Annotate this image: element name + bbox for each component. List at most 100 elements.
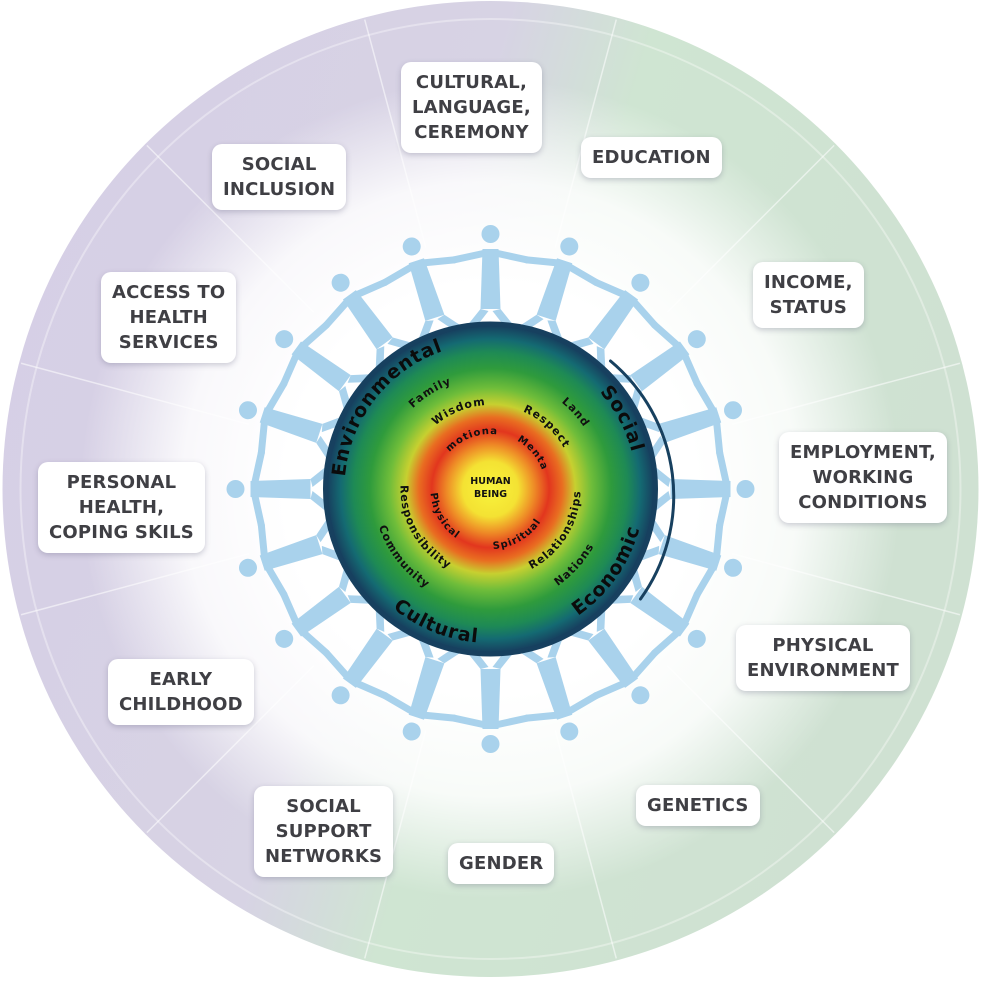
figure-arm <box>564 692 600 716</box>
determinant-income-status: INCOME, STATUS <box>753 262 864 328</box>
figure-head <box>560 237 579 256</box>
figure-body <box>291 341 351 392</box>
figure-arm <box>651 321 682 350</box>
determinant-label-line: PERSONAL <box>66 472 177 493</box>
figure-body <box>408 258 445 321</box>
figure-arm <box>322 297 352 329</box>
figure-arm <box>716 449 730 488</box>
determinant-label-line: EDUCATION <box>592 147 711 168</box>
figure-arm <box>381 262 417 286</box>
figure-head <box>402 237 421 256</box>
figure-arm <box>680 350 701 388</box>
figure-head <box>331 273 350 292</box>
figure-arm <box>264 380 288 415</box>
figure-head <box>275 330 294 349</box>
determinant-label-line: EMPLOYMENT, <box>790 442 936 463</box>
figure-head <box>724 558 743 577</box>
figure-body <box>259 407 323 443</box>
determinant-label-line: GENETICS <box>647 795 749 816</box>
figure-arm <box>352 278 389 299</box>
determinant-genetics: GENETICS <box>636 785 760 826</box>
figure-body <box>588 290 639 350</box>
figure-body <box>342 628 393 688</box>
person-figure <box>637 519 743 598</box>
determinant-employment: EMPLOYMENT, WORKING CONDITIONS <box>779 432 947 523</box>
determinant-label-line: HEALTH, <box>78 497 165 518</box>
figure-arm <box>450 714 489 729</box>
figure-body <box>670 479 731 499</box>
figure-arm <box>322 649 352 681</box>
determinant-label-line: INCOME, <box>764 272 853 293</box>
figure-arm <box>712 521 724 561</box>
figure-head <box>238 558 257 577</box>
figure-arm <box>693 380 717 415</box>
center-label-being: BEING <box>474 489 507 500</box>
figure-arm <box>592 278 629 299</box>
wheel-disc <box>327 326 654 652</box>
figure-arm <box>693 563 717 598</box>
figure-arm <box>418 711 458 722</box>
figure-arm <box>523 256 563 267</box>
figure-body <box>259 535 323 571</box>
center-label-human: HUMAN <box>470 476 510 487</box>
figure-head <box>560 722 579 741</box>
determinant-label-line: WORKING <box>812 467 914 488</box>
figure-body <box>250 479 311 499</box>
figure-body <box>630 586 690 637</box>
determinant-gender: GENDER <box>448 843 555 884</box>
determinant-label-line: SERVICES <box>118 332 219 353</box>
person-figure <box>322 273 412 369</box>
figure-head <box>402 722 421 741</box>
figure-arm <box>251 490 265 529</box>
person-figure <box>275 321 371 410</box>
person-figure <box>569 273 659 369</box>
figure-arm <box>280 350 301 388</box>
figure-arm <box>492 714 531 729</box>
figure-body <box>480 249 501 309</box>
figure-arm <box>299 628 330 657</box>
figure-arm <box>629 649 659 681</box>
figure-arm <box>352 679 389 700</box>
person-figure <box>610 568 706 657</box>
figure-body <box>630 341 690 392</box>
person-figure <box>322 609 412 705</box>
figure-head <box>736 480 755 498</box>
figure-body <box>536 258 573 321</box>
person-figure <box>381 636 461 741</box>
figure-head <box>724 401 743 420</box>
figure-head <box>226 480 245 498</box>
determinant-label-line: CONDITIONS <box>798 492 928 513</box>
determinant-label-line: SUPPORT <box>275 821 372 842</box>
figure-arm <box>418 256 458 267</box>
figure-arm <box>592 679 629 700</box>
determinant-label-line: CULTURAL, <box>415 72 528 93</box>
figure-head <box>631 686 650 705</box>
determinant-education: EDUCATION <box>581 137 722 178</box>
determinant-label-line: CEREMONY <box>414 122 529 143</box>
determinant-label-line: SOCIAL <box>286 796 361 817</box>
determinant-label-line: HEALTH <box>129 307 208 328</box>
figure-head <box>687 330 706 349</box>
figure-head <box>238 401 257 420</box>
determinant-label-line: CHILDHOOD <box>119 694 243 715</box>
determinant-label-line: ENVIRONMENT <box>747 660 899 681</box>
figure-head <box>687 629 706 648</box>
figure-arm <box>251 449 265 488</box>
figure-head <box>481 735 500 753</box>
figure-head <box>275 629 294 648</box>
figure-arm <box>381 692 417 716</box>
person-figure <box>450 649 531 753</box>
determinant-label-line: STATUS <box>769 297 848 318</box>
figure-body <box>536 657 573 720</box>
determinant-label-line: PHYSICAL <box>772 635 874 656</box>
determinant-physical-environment: PHYSICAL ENVIRONMENT <box>736 625 910 691</box>
figure-arm <box>257 521 269 561</box>
figure-arm <box>299 321 330 350</box>
determinant-cultural-language-ceremony: CULTURAL,LANGUAGE,CEREMONY <box>401 62 542 153</box>
people-ring <box>226 225 755 753</box>
